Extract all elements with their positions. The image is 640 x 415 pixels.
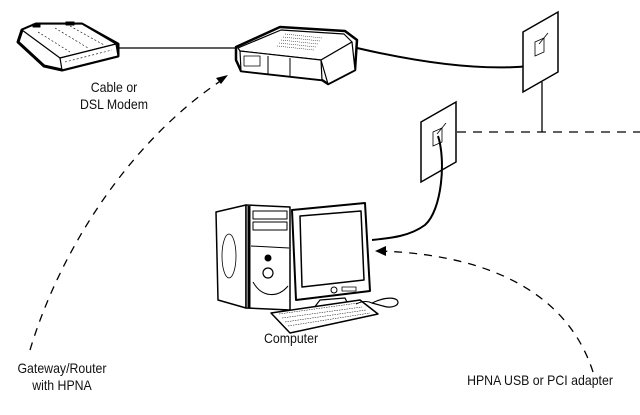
modem-icon bbox=[16, 21, 120, 72]
router-icon bbox=[234, 25, 359, 86]
gateway-label: Gateway/Router with HPNA bbox=[2, 360, 122, 394]
router-jack-cord bbox=[356, 45, 548, 69]
gateway-callout-arrow bbox=[29, 77, 226, 351]
gateway-label-line1: Gateway/Router bbox=[17, 360, 107, 376]
modem-label-line1: Cable or bbox=[90, 79, 138, 95]
adapter-label: HPNA USB or PCI adapter bbox=[467, 372, 613, 388]
computer-label: Computer bbox=[263, 330, 319, 346]
desktop-computer-icon bbox=[215, 202, 399, 334]
arrowhead-icon bbox=[375, 246, 386, 256]
arrowhead-icon bbox=[216, 75, 228, 84]
phone-jack-icon bbox=[420, 100, 457, 184]
modem-label: Cable or DSL Modem bbox=[68, 79, 160, 113]
phone-jack-icon bbox=[522, 10, 559, 94]
jack-computer-cord bbox=[371, 135, 443, 241]
adapter-callout-arrow bbox=[379, 250, 594, 373]
gateway-label-line2: with HPNA bbox=[32, 377, 92, 393]
modem-label-line2: DSL Modem bbox=[79, 96, 149, 112]
